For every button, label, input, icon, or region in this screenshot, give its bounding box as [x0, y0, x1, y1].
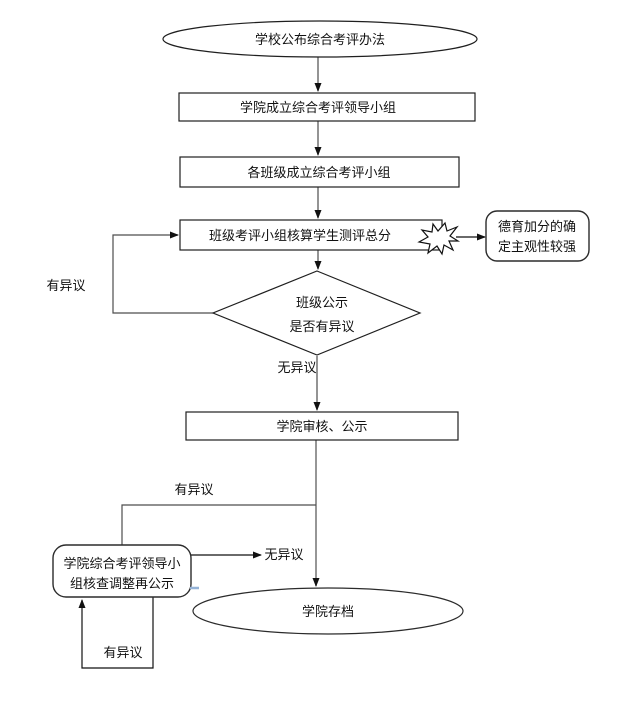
node-college-review-rect — [185, 411, 459, 441]
node-moral-note-box — [485, 210, 590, 262]
node-decision-diamond — [211, 270, 422, 356]
node-form-college-group-rect — [178, 92, 476, 122]
label-no-objection-to-review: 无异议 — [277, 360, 316, 375]
node-archive-ellipse — [192, 587, 464, 635]
label-no-objection-after-recheck: 无异议 — [264, 547, 303, 562]
node-moral-note-line1: 德育加分的确 — [498, 219, 576, 234]
node-start-label: 学校公布综合考评办法 — [255, 32, 385, 47]
edge-recheck-repeat-loop — [78, 597, 154, 669]
node-calc-scores-rect — [179, 219, 443, 251]
node-calc-scores-label: 班级考评小组核算学生测评总分 — [209, 228, 391, 243]
label-objection-to-recheck: 有异议 — [174, 482, 213, 497]
node-form-class-group-rect — [179, 156, 460, 188]
burst-icon — [417, 221, 461, 256]
node-form-class-group-label: 各班级成立综合考评小组 — [247, 165, 390, 180]
node-college-review-label: 学院审核、公示 — [276, 419, 367, 434]
node-form-college-group-label: 学院成立综合考评领导小组 — [240, 100, 396, 115]
node-decision-line2: 是否有异议 — [289, 319, 354, 334]
label-objection-to-recalc: 有异议 — [46, 278, 85, 293]
node-start-ellipse — [162, 20, 478, 58]
node-decision-line1: 班级公示 — [296, 295, 348, 310]
node-recheck-line1: 学院综合考评领导小 — [63, 556, 180, 571]
node-moral-note-line2: 定主观性较强 — [498, 239, 576, 254]
edge-objection-loop-to-calc — [112, 231, 213, 314]
node-recheck-line2: 组核查调整再公示 — [70, 576, 174, 591]
label-objection-repeat-recheck: 有异议 — [103, 645, 142, 660]
node-archive-label: 学院存档 — [302, 604, 354, 619]
edge-objection-branch-to-recheck — [121, 504, 316, 545]
node-recheck-box — [52, 544, 192, 598]
